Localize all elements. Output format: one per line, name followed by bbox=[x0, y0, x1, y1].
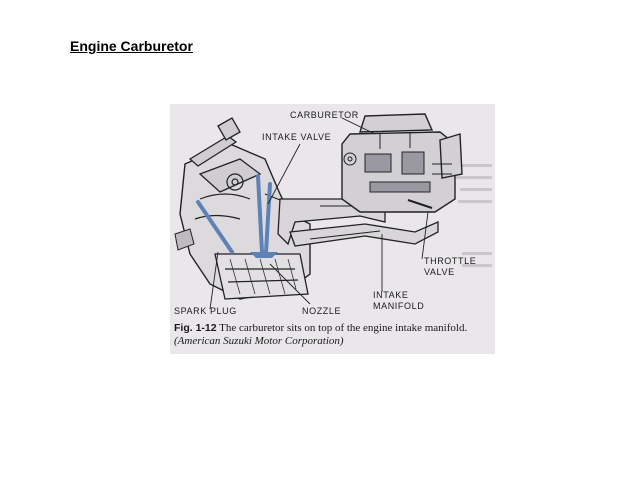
carburetor-figure: CARBURETOR INTAKE VALVE THROTTLE VALVE I… bbox=[170, 104, 495, 354]
figure-number: Fig. 1-12 bbox=[174, 322, 217, 334]
label-spark-plug: SPARK PLUG bbox=[174, 306, 237, 316]
label-carburetor: CARBURETOR bbox=[290, 110, 359, 120]
figure-credit: (American Suzuki Motor Corporation) bbox=[174, 335, 344, 347]
spark-plug bbox=[196, 200, 234, 254]
label-throttle-valve-line2: VALVE bbox=[424, 267, 455, 277]
label-intake-manifold-line2: MANIFOLD bbox=[373, 301, 425, 311]
label-throttle-valve-line1: THROTTLE bbox=[424, 256, 477, 266]
label-intake-manifold-line1: INTAKE bbox=[373, 290, 409, 300]
figure-caption-text: The carburetor sits on top of the engine… bbox=[219, 322, 468, 334]
figure-caption: Fig. 1-12 The carburetor sits on top of … bbox=[174, 322, 492, 348]
piston bbox=[214, 253, 309, 300]
throttle-valve bbox=[407, 199, 433, 209]
engine-diagram bbox=[174, 113, 492, 310]
page-title: Engine Carburetor bbox=[70, 38, 193, 54]
leader-lines bbox=[209, 117, 429, 310]
label-nozzle: NOZZLE bbox=[302, 306, 342, 316]
intake-valve bbox=[256, 174, 272, 254]
label-intake-valve: INTAKE VALVE bbox=[262, 132, 332, 142]
